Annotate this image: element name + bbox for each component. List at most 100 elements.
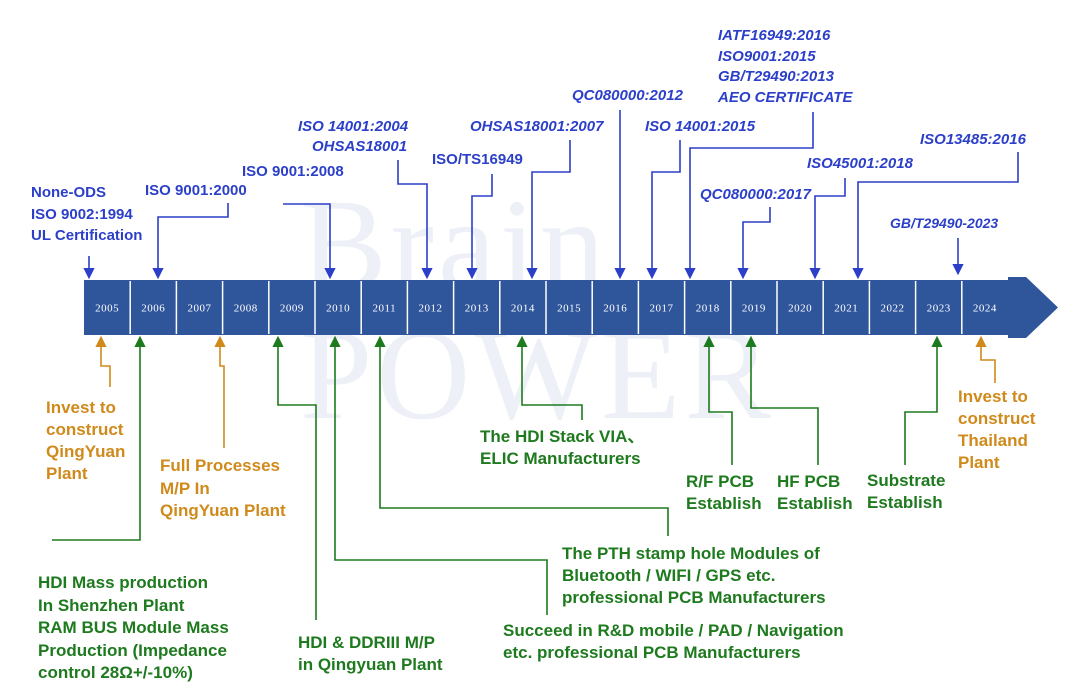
event-line: etc. professional PCB Manufacturers [503, 643, 801, 662]
year-label-2016: 2016 [603, 303, 627, 315]
event-line: The HDI Stack VIA、 [480, 427, 645, 446]
certification-label-2017: ISO 14001:2015 [645, 119, 755, 139]
certification-label-2005: None-ODS ISO 9002:1994 UL Certification [31, 185, 142, 250]
event-line: In Shenzhen Plant [38, 595, 185, 615]
year-label-2019: 2019 [742, 303, 766, 315]
certification-line: OHSAS18001:2007 [470, 118, 604, 135]
event-line: Thailand [958, 431, 1028, 450]
connector-2005-event [95, 335, 111, 387]
event-line: Bluetooth / WIFI / GPS etc. [562, 566, 776, 585]
certification-line: ISO/TS16949 [432, 151, 523, 168]
connector-2023-event [904, 335, 943, 465]
certification-line: ISO 9001:2000 [145, 182, 247, 199]
connector-2009-event [272, 335, 317, 620]
event-line: Establish [867, 493, 943, 512]
event-line: Substrate [867, 471, 946, 490]
connector-2012 [397, 160, 433, 280]
event-line: RAM BUS Module Mass [38, 618, 229, 637]
connector-2006 [152, 203, 229, 280]
year-label-2007: 2007 [188, 303, 212, 315]
event-line: M/P In [160, 478, 210, 498]
certification-line: UL Certification [31, 227, 143, 244]
certification-label-2006: ISO 9001:2000 [145, 183, 247, 203]
event-line: Invest to [958, 387, 1028, 406]
connector-lines [52, 110, 1019, 620]
year-label-2017: 2017 [650, 303, 674, 315]
certification-line: ISO 9001:2008 [242, 163, 344, 180]
event-label-2010: Succeed in R&D mobile / PAD / Navigation… [503, 622, 844, 666]
certification-line: OHSAS18001 [312, 138, 408, 155]
event-line: in Qingyuan Plant [298, 655, 443, 674]
certification-label-2021: ISO13485:2016 [920, 132, 1026, 152]
connector-2019-event [745, 335, 819, 465]
event-line: Invest to [46, 398, 116, 417]
year-label-2018: 2018 [696, 303, 720, 315]
certification-label-2014: OHSAS18001:2007 [470, 119, 603, 139]
event-line: The PTH stamp hole Modules of [562, 544, 820, 563]
event-line: Succeed in R&D mobile / PAD / Navigation [503, 621, 844, 640]
connector-2014-event [516, 335, 583, 420]
event-line: Establish [686, 494, 762, 513]
certification-label-2020: ISO45001:2018 [807, 156, 913, 176]
event-line: ELIC Manufacturers [480, 449, 641, 468]
certification-line: AEO CERTIFICATE [718, 88, 853, 106]
year-label-2012: 2012 [419, 303, 443, 315]
connector-2021 [852, 152, 1019, 280]
year-label-2006: 2006 [141, 303, 165, 315]
year-label-2009: 2009 [280, 303, 304, 315]
certification-label-2024: GB/T29490-2023 [890, 216, 998, 236]
year-label-2015: 2015 [557, 303, 581, 315]
connector-2013 [466, 174, 493, 280]
event-label-2014: The HDI Stack VIA、 ELIC Manufacturers [480, 428, 644, 472]
connector-2024-event [975, 335, 996, 383]
certification-line: GB/T29490-2023 [890, 215, 999, 231]
event-line: Full Processes [160, 456, 281, 475]
year-label-2020: 2020 [788, 303, 812, 315]
connector-2007-event [214, 335, 226, 448]
event-line: professional PCB Manufacturers [562, 588, 826, 607]
year-label-2024: 2024 [973, 303, 997, 315]
certification-line: ISO 14001:2004 [298, 118, 409, 135]
certification-line: ISO13485:2016 [920, 131, 1026, 148]
event-line: control 28Ω+/-10%) [38, 663, 193, 682]
certification-line: None-ODS [31, 184, 106, 201]
timeline-arrowhead [1008, 277, 1058, 338]
event-line: HDI Mass production [38, 573, 209, 592]
connector-2017 [646, 140, 681, 280]
event-line: QingYuan [46, 442, 126, 461]
event-line: Plant [958, 453, 1000, 472]
year-label-2008: 2008 [234, 303, 258, 315]
connector-2020 [809, 178, 846, 280]
certification-label-2013: ISO/TS16949 [432, 152, 523, 172]
connector-2010-event [329, 335, 548, 615]
event-line: Production (Impedance [38, 640, 227, 660]
connector-2010 [283, 203, 336, 280]
year-label-2010: 2010 [326, 303, 350, 315]
year-label-2005: 2005 [95, 303, 119, 315]
certification-line: ISO 9002:1994 [31, 205, 133, 223]
event-line: HF PCB [777, 472, 841, 491]
certification-line: ISO 14001:2015 [645, 118, 756, 135]
event-line: Plant [46, 464, 88, 483]
connector-2019 [737, 207, 771, 280]
event-label-2011: The PTH stamp hole Modules of Bluetooth /… [562, 545, 826, 611]
certification-line: ISO45001:2018 [807, 155, 913, 172]
event-line: construct [958, 409, 1036, 428]
connector-2018 [684, 112, 814, 280]
certification-line: QC080000:2012 [572, 87, 683, 104]
certification-line: QC080000:2017 [700, 186, 811, 203]
certification-label-2010: ISO 9001:2008 [242, 164, 344, 184]
year-label-2021: 2021 [834, 303, 858, 315]
year-label-2022: 2022 [881, 303, 905, 315]
year-label-2014: 2014 [511, 303, 535, 315]
event-line: construct [46, 420, 124, 439]
